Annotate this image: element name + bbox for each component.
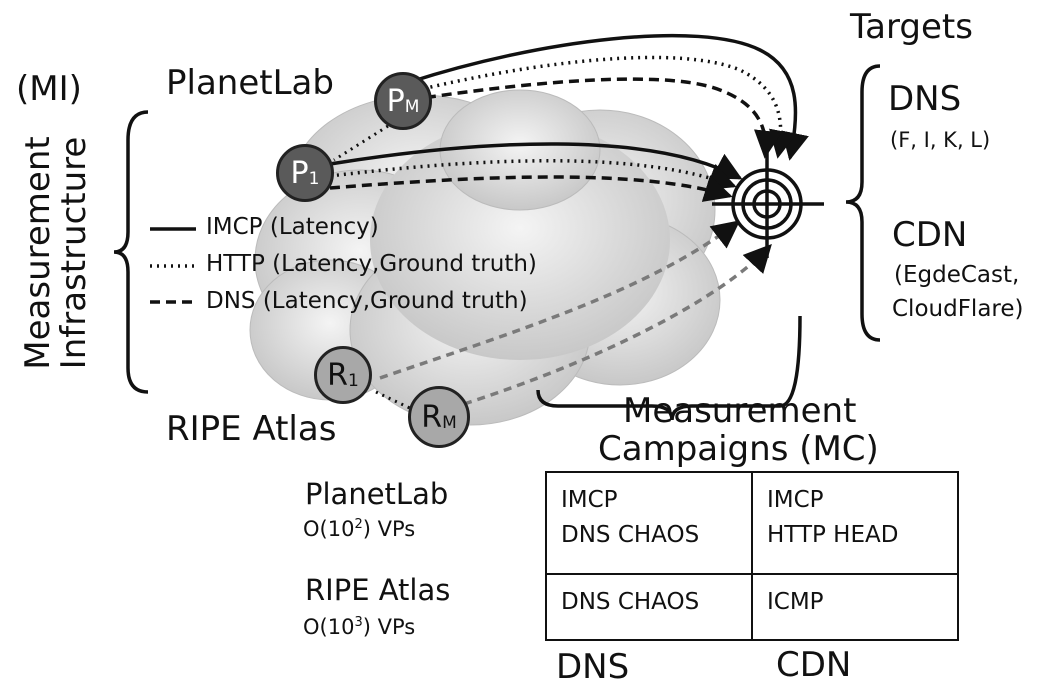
row-scale-ripe: O(103) VPs xyxy=(303,616,415,638)
target-cdn-detail-line1: (EgdeCast, xyxy=(894,262,1020,288)
node-r1-main: R xyxy=(327,357,349,393)
cell-planetlab-dns-line1: IMCP xyxy=(561,487,618,513)
network-cloud xyxy=(249,89,721,426)
mi-brace xyxy=(113,110,149,394)
row-platform-ripe: RIPE Atlas xyxy=(305,573,451,607)
campaigns-brace xyxy=(536,315,802,421)
ripe-node-label: RIPE Atlas xyxy=(166,409,337,449)
mi-label-line2: Infrastructure xyxy=(54,136,94,370)
campaigns-table: IMCP DNS CHAOS IMCP HTTP HEAD DNS CHAOS … xyxy=(545,471,959,641)
target-icon xyxy=(712,150,824,258)
node-pm-main: P xyxy=(386,83,405,119)
campaigns-title-line1: Measurement xyxy=(623,391,857,431)
path-p1-dns xyxy=(329,175,733,202)
row-scale-planetlab: O(102) VPs xyxy=(303,518,415,540)
targets-brace xyxy=(845,64,881,342)
legend-label-icmp: IMCP (Latency) xyxy=(206,214,379,240)
cell-planetlab-cdn-line1: IMCP xyxy=(767,487,824,513)
cell-ripe-cdn-line1: ICMP xyxy=(767,589,824,615)
path-pm-http xyxy=(409,55,797,159)
row-scale-planetlab-prefix: O(10 xyxy=(303,517,355,541)
legend-label-http: HTTP (Latency,Ground truth) xyxy=(206,251,537,277)
node-p1-sub: 1 xyxy=(308,169,320,189)
cell-ripe-cdn: ICMP xyxy=(751,573,959,641)
cell-planetlab-cdn-line2: HTTP HEAD xyxy=(767,521,899,548)
col-label-dns: DNS xyxy=(556,647,630,687)
node-p1-main: P xyxy=(290,155,309,191)
targets-title: Targets xyxy=(850,7,973,47)
cell-planetlab-cdn: IMCP HTTP HEAD xyxy=(751,471,959,575)
target-dns-name: DNS xyxy=(888,79,962,119)
cell-ripe-dns-line1: DNS CHAOS xyxy=(561,589,700,615)
row-scale-ripe-exp: 3 xyxy=(354,615,363,630)
path-pm-dns xyxy=(409,77,782,159)
row-scale-planetlab-suffix: ) VPs xyxy=(362,517,416,541)
target-cdn-name: CDN xyxy=(892,215,968,255)
cell-planetlab-dns-line2: DNS CHAOS xyxy=(561,521,700,548)
table-row-planetlab: IMCP DNS CHAOS IMCP HTTP HEAD xyxy=(545,471,959,575)
legend-label-dns: DNS (Latency,Ground truth) xyxy=(206,288,528,314)
path-p1-icmp xyxy=(329,142,743,180)
path-r1-dns xyxy=(379,220,741,380)
node-pm-sub: M xyxy=(404,97,420,117)
mi-label-line1: Measurement xyxy=(18,136,58,370)
node-rm-main: R xyxy=(421,399,443,435)
link-r1-rm xyxy=(375,390,415,412)
row-scale-ripe-prefix: O(10 xyxy=(303,615,355,639)
row-platform-planetlab: PlanetLab xyxy=(305,477,449,511)
mi-abbr: (MI) xyxy=(16,69,82,109)
planetlab-node-label: PlanetLab xyxy=(166,63,334,103)
cell-planetlab-dns: IMCP DNS CHAOS xyxy=(545,471,753,575)
row-scale-ripe-suffix: ) VPs xyxy=(362,615,416,639)
path-rm-dns xyxy=(463,243,772,406)
target-dns-detail: (F, I, K, L) xyxy=(890,128,991,152)
path-pm-icmp xyxy=(409,33,809,161)
campaigns-title-line2: Campaigns (MC) xyxy=(598,429,879,469)
cell-ripe-dns: DNS CHAOS xyxy=(545,573,753,641)
row-scale-planetlab-exp: 2 xyxy=(354,517,363,532)
node-rm-sub: M xyxy=(442,413,457,433)
target-cdn-detail-line2: CloudFlare) xyxy=(892,296,1024,322)
table-row-ripe: DNS CHAOS ICMP xyxy=(545,573,959,641)
node-r1-sub: 1 xyxy=(348,371,359,391)
col-label-cdn: CDN xyxy=(776,645,852,685)
